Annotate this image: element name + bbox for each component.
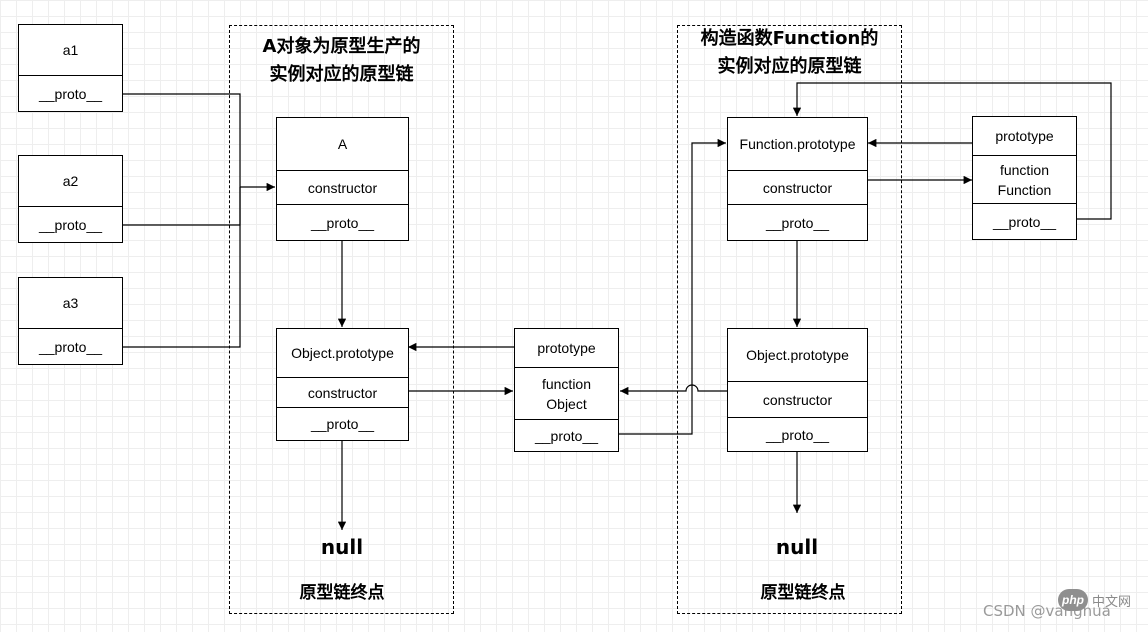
a3-proto-link bbox=[122, 187, 241, 348]
watermark-site: 中文网 bbox=[1092, 595, 1132, 610]
instance-box-a1: a1 __proto__ bbox=[18, 24, 123, 112]
fn-object-line1: function bbox=[541, 375, 592, 392]
instance-name: a1 bbox=[62, 42, 79, 58]
box-A-proto: __proto__ bbox=[277, 204, 408, 240]
fn-proto-constructor: constructor bbox=[728, 170, 867, 204]
instance-proto: __proto__ bbox=[19, 206, 122, 242]
instance-box-a2: a2 __proto__ bbox=[18, 155, 123, 243]
left-title-line2: 实例对应的原型链 bbox=[269, 64, 414, 85]
instance-box-a3: a3 __proto__ bbox=[18, 277, 123, 365]
left-chain-end-label: 原型链终点 bbox=[299, 583, 385, 603]
obj-right-proto: __proto__ bbox=[728, 417, 867, 451]
right-title-line1: 构造函数Function的 bbox=[700, 28, 879, 49]
box-function-prototype: Function.prototype constructor __proto__ bbox=[727, 117, 868, 241]
box-function-function: prototype function Function __proto__ bbox=[972, 116, 1077, 240]
right-chain-end-label: 原型链终点 bbox=[760, 583, 846, 603]
fn-function-proto: __proto__ bbox=[973, 203, 1076, 239]
left-title-line1: A对象为原型生产的 bbox=[262, 36, 421, 57]
obj-left-name: Object.prototype bbox=[291, 345, 394, 361]
box-A: A constructor __proto__ bbox=[276, 117, 409, 241]
right-title-line2: 实例对应的原型链 bbox=[717, 56, 862, 77]
obj-left-proto: __proto__ bbox=[277, 407, 408, 440]
right-null-label: null bbox=[775, 535, 819, 559]
box-A-constructor: constructor bbox=[277, 170, 408, 204]
box-object-prototype-left: Object.prototype constructor __proto__ bbox=[276, 328, 409, 441]
fn-object-label: function Object bbox=[515, 367, 618, 419]
obj-right-constructor-arrow bbox=[620, 384, 727, 396]
fn-proto-proto: __proto__ bbox=[728, 204, 867, 240]
left-null-label: null bbox=[320, 535, 364, 559]
fn-proto-name: Function.prototype bbox=[739, 136, 856, 152]
instance-name: a3 bbox=[62, 295, 79, 311]
instance-name: a2 bbox=[62, 173, 79, 189]
fn-function-line1: function bbox=[999, 161, 1050, 178]
left-frame-title: A对象为原型生产的 实例对应的原型链 bbox=[229, 33, 454, 89]
fn-object-proto: __proto__ bbox=[515, 419, 618, 451]
right-chain-frame bbox=[677, 25, 902, 614]
left-chain-frame bbox=[229, 25, 454, 614]
obj-right-constructor: constructor bbox=[728, 381, 867, 417]
obj-left-constructor: constructor bbox=[277, 377, 408, 407]
watermark-php-logo: php bbox=[1058, 589, 1088, 611]
fn-object-line2: Object bbox=[546, 395, 587, 412]
fn-function-line2: Function bbox=[997, 181, 1052, 198]
box-function-object: prototype function Object __proto__ bbox=[514, 328, 619, 452]
right-frame-title: 构造函数Function的 实例对应的原型链 bbox=[677, 25, 902, 81]
a1-proto-link bbox=[122, 93, 241, 187]
fn-object-proto-arrow bbox=[619, 138, 726, 435]
fn-function-prototype: prototype bbox=[995, 128, 1054, 144]
obj-right-name: Object.prototype bbox=[746, 347, 849, 363]
box-object-prototype-right: Object.prototype constructor __proto__ bbox=[727, 328, 868, 452]
instance-proto: __proto__ bbox=[19, 75, 122, 111]
fn-function-proto-loop bbox=[792, 82, 1112, 220]
fn-object-prototype: prototype bbox=[537, 340, 596, 356]
a2-proto-link bbox=[122, 187, 241, 226]
box-A-name: A bbox=[337, 136, 348, 152]
instance-proto: __proto__ bbox=[19, 328, 122, 364]
fn-function-label: function Function bbox=[973, 155, 1076, 203]
